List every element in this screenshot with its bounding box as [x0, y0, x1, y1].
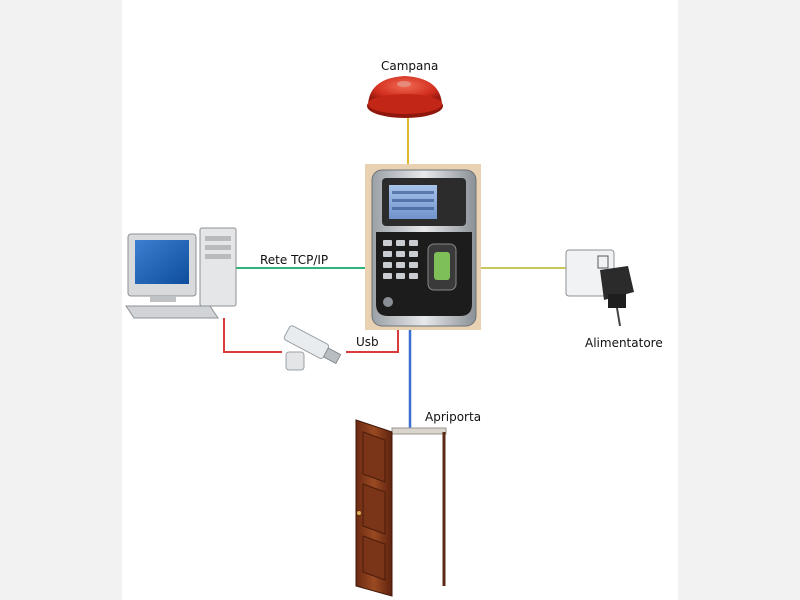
door-opener-label: Apriporta: [425, 410, 482, 424]
usb-wire-right: [346, 328, 399, 353]
usb-drive-icon: [283, 325, 342, 371]
power-label: Alimentatore: [585, 336, 663, 350]
network-label: Rete TCP/IP: [260, 253, 329, 267]
bell-label: Campana: [381, 59, 439, 73]
usb-wire-left: [223, 318, 282, 353]
door-icon: [355, 419, 447, 597]
usb-label: Usb: [356, 335, 379, 349]
bell-icon: [367, 76, 443, 118]
fingerprint-terminal-icon: [365, 164, 481, 330]
power-supply-icon: [565, 249, 634, 327]
computer-icon: [125, 227, 237, 319]
